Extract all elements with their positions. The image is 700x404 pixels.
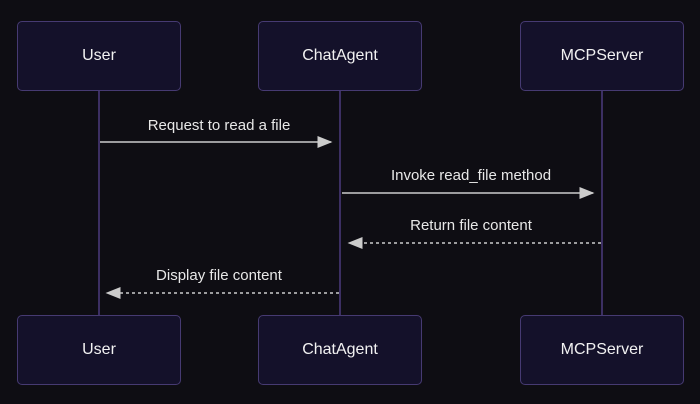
actor-top-mcpserver: MCPServer	[520, 21, 684, 91]
actor-bottom-user: User	[17, 315, 181, 385]
actor-bottom-chatagent: ChatAgent	[258, 315, 422, 385]
actor-bottom-mcpserver: MCPServer	[520, 315, 684, 385]
message-label-invoke-read-file: Invoke read_file method	[390, 167, 552, 184]
actor-label: User	[82, 341, 116, 358]
message-label-display-file-content: Display file content	[156, 267, 282, 284]
message-label-request-to-read: Request to read a file	[147, 117, 291, 134]
lifeline-mcpserver	[601, 91, 603, 315]
message-label-return-file-content: Return file content	[410, 217, 532, 234]
actor-label: ChatAgent	[302, 341, 378, 358]
lifeline-chatagent	[339, 91, 341, 315]
actor-top-user: User	[17, 21, 181, 91]
actor-top-chatagent: ChatAgent	[258, 21, 422, 91]
actor-label: MCPServer	[560, 341, 644, 358]
actor-label: ChatAgent	[302, 47, 378, 64]
actor-label: User	[82, 47, 116, 64]
actor-label: MCPServer	[560, 47, 644, 64]
lifeline-user	[98, 91, 100, 315]
